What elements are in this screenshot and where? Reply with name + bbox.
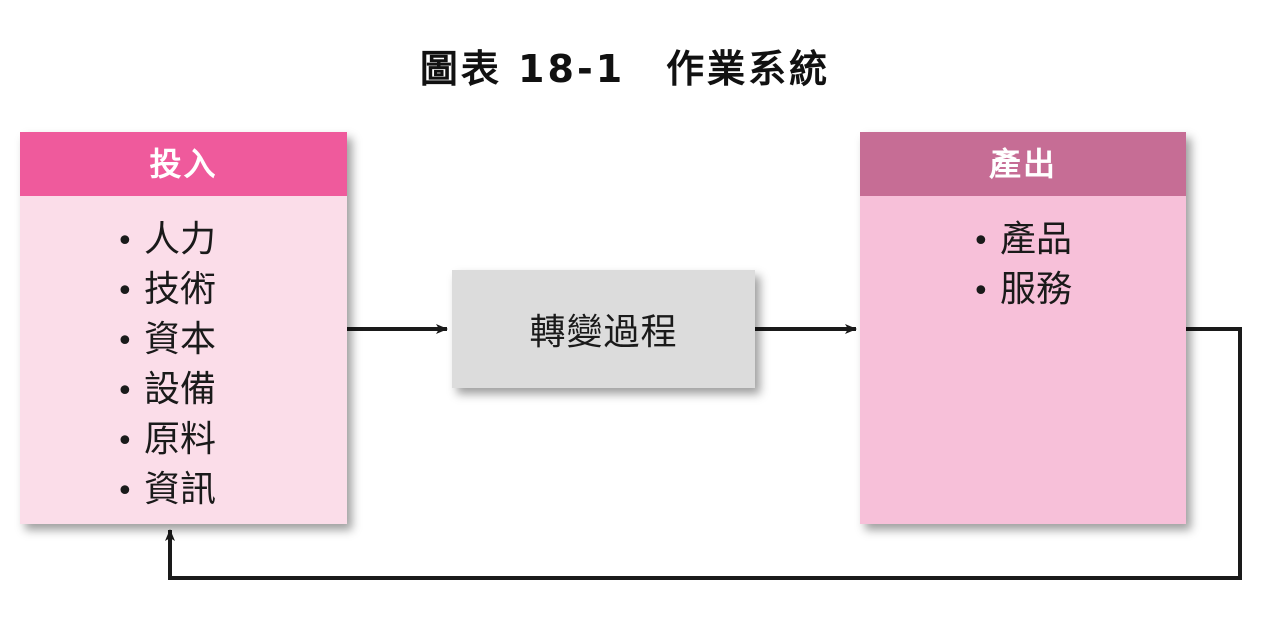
process-box: 轉變過程 xyxy=(452,270,755,388)
output-header: 產出 xyxy=(860,132,1186,196)
list-item: 人力 xyxy=(116,216,347,266)
process-label: 轉變過程 xyxy=(529,312,678,353)
input-header: 投入 xyxy=(20,132,347,196)
diagram-title: 圖表 18-1 作業系統 xyxy=(419,47,831,91)
output-list: 產品 服務 xyxy=(860,216,1186,316)
list-item: 設備 xyxy=(116,366,347,416)
list-item: 技術 xyxy=(116,266,347,316)
input-box: 投入 人力 技術 資本 設備 原料 資訊 xyxy=(20,132,347,524)
list-item: 資本 xyxy=(116,316,347,366)
list-item: 產品 xyxy=(972,216,1186,266)
list-item: 資訊 xyxy=(116,466,347,516)
input-list: 人力 技術 資本 設備 原料 資訊 xyxy=(20,216,347,516)
output-box: 產出 產品 服務 xyxy=(860,132,1186,524)
feedback-arrow xyxy=(165,327,1242,580)
list-item: 原料 xyxy=(116,416,347,466)
list-item: 服務 xyxy=(972,266,1186,316)
